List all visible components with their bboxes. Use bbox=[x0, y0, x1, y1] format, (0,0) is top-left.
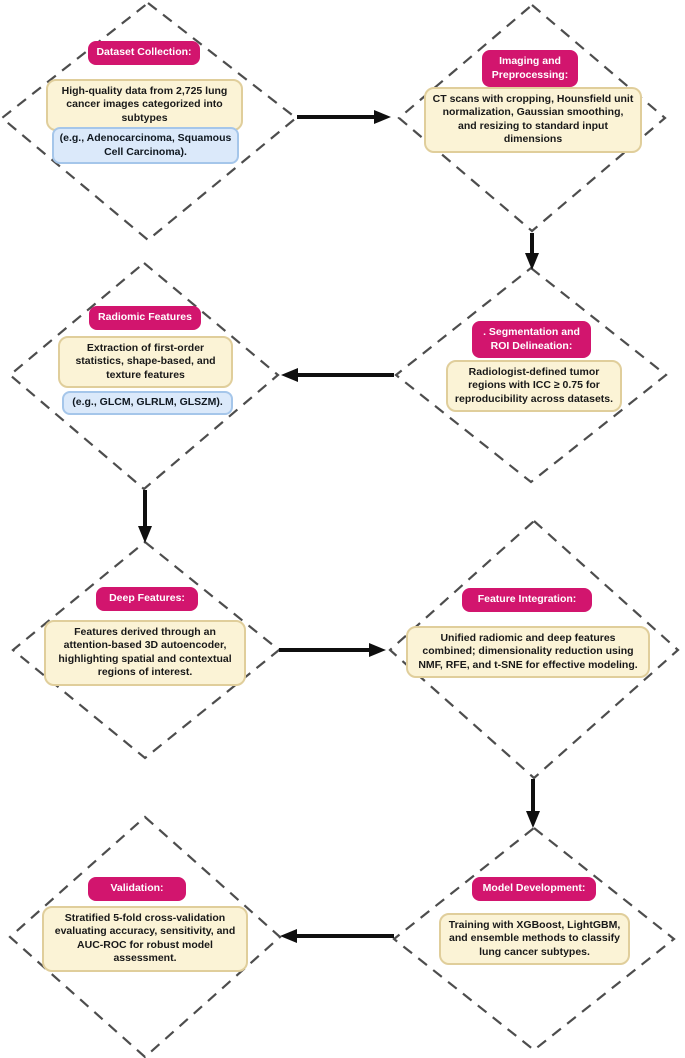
node-header-model-development: Model Development: bbox=[472, 877, 596, 901]
diamond-model-development bbox=[392, 826, 676, 1052]
arrowhead-deep-to-integration bbox=[369, 643, 386, 657]
node-note-radiomic-features: (e.g., GLCM, GLRLM, GLSZM). bbox=[62, 391, 233, 415]
node-body-radiomic-features: Extraction of first-order statistics, sh… bbox=[58, 336, 233, 389]
node-header-validation: Validation: bbox=[88, 877, 186, 901]
node-header-segmentation-roi-delineation: . Segmentation and ROI Delineation: bbox=[472, 321, 591, 359]
node-body-model-development: Training with XGBoost, LightGBM, and ens… bbox=[439, 913, 630, 966]
node-note-dataset-collection: (e.g., Adenocarcinoma, Squamous Cell Car… bbox=[52, 127, 239, 165]
arrowhead-imaging-to-segmentation bbox=[525, 253, 539, 270]
diamond-imaging-preprocessing bbox=[397, 3, 667, 233]
arrowhead-segmentation-to-radiomic bbox=[281, 368, 298, 382]
node-body-deep-features: Features derived through an attention-ba… bbox=[44, 620, 246, 686]
node-body-imaging-preprocessing: CT scans with cropping, Hounsfield unit … bbox=[424, 87, 642, 153]
diamond-radiomic-features bbox=[8, 261, 280, 491]
node-body-validation: Stratified 5-fold cross-validation evalu… bbox=[42, 906, 248, 972]
arrowhead-integration-to-model bbox=[526, 811, 540, 828]
node-body-segmentation-roi-delineation: Radiologist-defined tumor regions with I… bbox=[446, 360, 622, 413]
node-header-radiomic-features: Radiomic Features bbox=[89, 306, 201, 330]
node-body-dataset-collection: High-quality data from 2,725 lung cancer… bbox=[46, 79, 243, 132]
node-header-imaging-preprocessing: Imaging and Preprocessing: bbox=[482, 50, 578, 88]
diamond-deep-features bbox=[11, 540, 281, 760]
arrowhead-radiomic-to-deep bbox=[138, 526, 152, 543]
diamond-validation bbox=[8, 815, 282, 1058]
node-header-deep-features: Deep Features: bbox=[96, 587, 198, 611]
arrowhead-model-to-validation bbox=[280, 929, 297, 943]
node-header-feature-integration: Feature Integration: bbox=[462, 588, 592, 612]
node-header-dataset-collection: Dataset Collection: bbox=[88, 41, 200, 65]
diamond-segmentation-roi-delineation bbox=[394, 266, 668, 484]
node-body-feature-integration: Unified radiomic and deep features combi… bbox=[406, 626, 650, 679]
diamond-feature-integration bbox=[388, 519, 680, 780]
arrowhead-dataset-to-imaging bbox=[374, 110, 391, 124]
